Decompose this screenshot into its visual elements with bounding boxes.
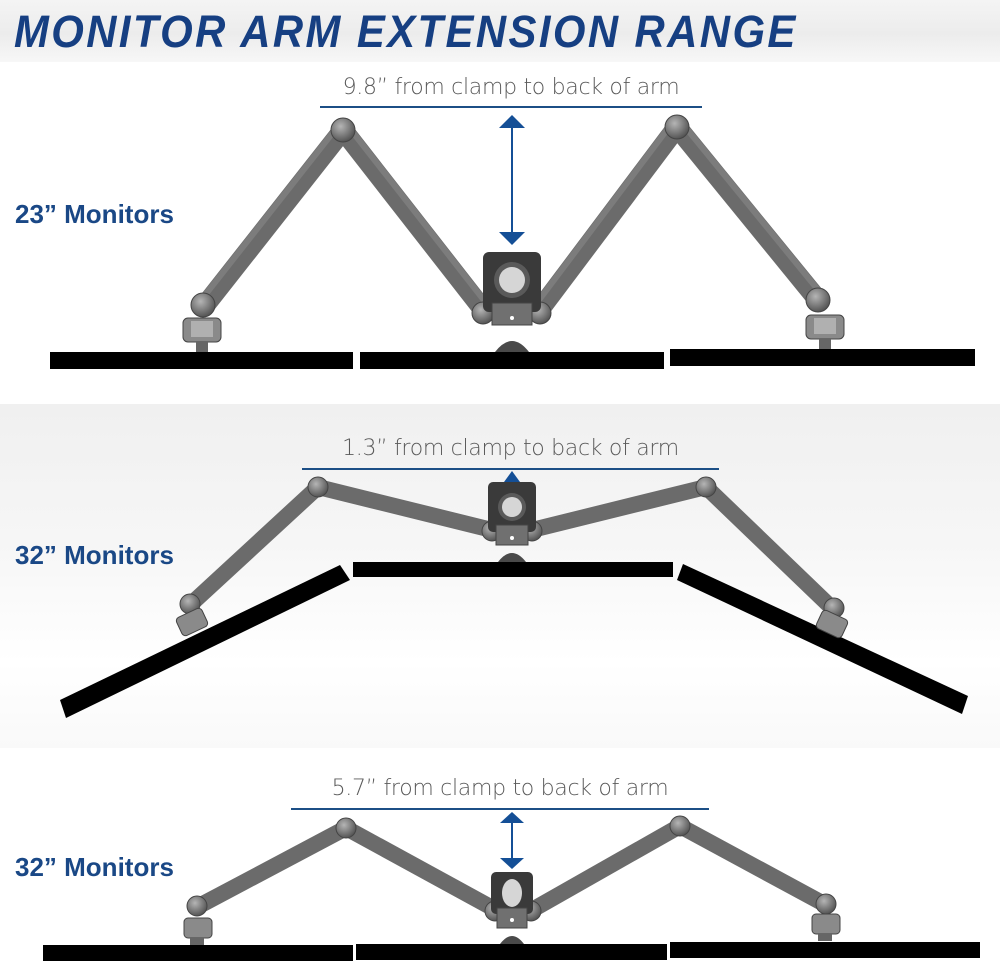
monitor-bars — [50, 349, 975, 369]
measurement-line — [320, 106, 702, 108]
header-banner: MONITOR ARM EXTENSION RANGE — [0, 0, 1000, 62]
measurement-line — [291, 808, 709, 810]
monitor-clamps — [182, 314, 845, 352]
arm-diagram-32in-angled — [60, 471, 968, 718]
arm-diagram-23in — [50, 114, 975, 369]
center-hub — [488, 482, 536, 562]
arm-segments — [195, 120, 826, 319]
monitor-size-label: 23” Monitors — [15, 199, 174, 229]
distance-arrow-icon — [504, 471, 520, 482]
config-panel-23in: 9.8” from clamp to back of arm 23” Monit… — [0, 62, 1000, 404]
page-title: MONITOR ARM EXTENSION RANGE — [14, 6, 798, 57]
arm-diagram-32in-flat — [43, 812, 980, 961]
config-panel-32in-angled: 1.3” from clamp to back of arm 32” Monit… — [0, 404, 1000, 748]
monitor-bars — [43, 942, 980, 961]
config-panel-32in-flat: 5.7” from clamp to back of arm 32” Monit… — [0, 748, 1000, 963]
center-hub — [491, 872, 533, 944]
arm-segments — [193, 818, 830, 918]
measurement-label: 1.3” from clamp to back of arm — [342, 436, 679, 461]
monitor-clamps — [183, 913, 841, 945]
center-hub — [483, 252, 541, 352]
measurement-label: 5.7” from clamp to back of arm — [331, 776, 669, 801]
measurement-label: 9.8” from clamp to back of arm — [342, 75, 680, 100]
distance-arrow-icon — [499, 115, 525, 245]
monitor-clamps — [175, 607, 849, 639]
distance-arrow-icon — [500, 812, 524, 869]
arm-segments — [184, 479, 840, 616]
monitor-bars — [60, 562, 968, 718]
monitor-size-label: 32” Monitors — [15, 852, 174, 882]
monitor-size-label: 32” Monitors — [15, 540, 174, 570]
measurement-line — [302, 468, 719, 470]
